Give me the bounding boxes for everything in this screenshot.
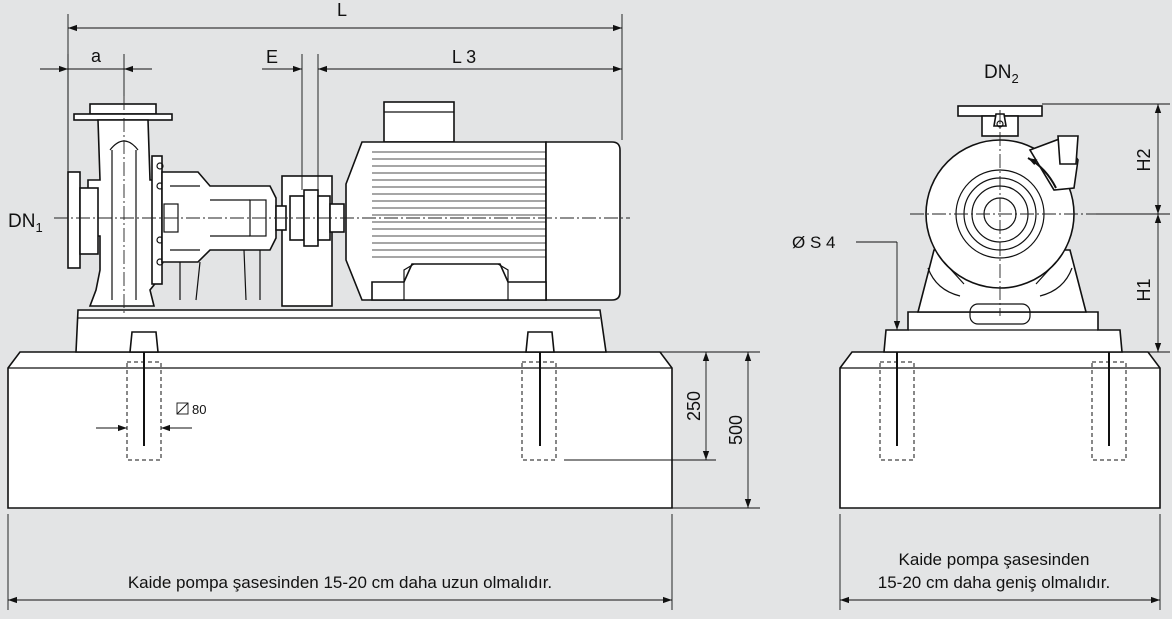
label-a: a — [91, 46, 102, 66]
label-DN1-sub: 1 — [35, 220, 42, 235]
front-view: DN2 H2 H1 Ø S 4 Kaide pompa şasesinden 1… — [792, 62, 1170, 610]
front-note-line1: Kaide pompa şasesinden — [899, 550, 1090, 569]
side-pump-casing — [67, 103, 173, 307]
label-DN1: DN1 — [8, 211, 43, 235]
dim-H2-H1: H2 H1 — [1042, 103, 1170, 353]
front-pump — [883, 105, 1123, 353]
front-foundation-block — [839, 332, 1161, 509]
side-view: L a E L 3 DN1 80 — [7, 0, 760, 610]
square-symbol-icon — [176, 402, 189, 415]
side-electric-motor — [345, 101, 621, 301]
label-H2: H2 — [1134, 148, 1154, 171]
label-DN2-sub: 2 — [1011, 71, 1018, 86]
side-note: Kaide pompa şasesinden 15-20 cm daha uzu… — [128, 573, 552, 592]
side-base-frame — [75, 309, 607, 353]
label-80: 80 — [192, 402, 206, 417]
dim-E-L3: E L 3 — [262, 47, 622, 190]
label-E: E — [266, 47, 278, 67]
dim-S4: Ø S 4 — [792, 233, 901, 330]
dim-500: 500 — [672, 351, 760, 509]
motor-cooling-fins — [372, 151, 546, 258]
front-bottom-dimension: Kaide pompa şasesinden 15-20 cm daha gen… — [839, 514, 1161, 610]
label-S4: Ø S 4 — [792, 233, 835, 252]
label-250: 250 — [684, 391, 704, 421]
label-DN2-main: DN — [984, 62, 1011, 83]
dim-250: 250 — [564, 351, 716, 461]
front-note-line2: 15-20 cm daha geniş olmalıdır. — [878, 573, 1110, 592]
dim-square-80: 80 — [96, 402, 206, 432]
label-500: 500 — [726, 415, 746, 445]
side-bearing-bracket — [161, 171, 277, 301]
label-DN1-main: DN — [8, 211, 35, 232]
label-L3: L 3 — [452, 47, 476, 67]
side-foundation-block — [7, 332, 673, 509]
side-bottom-dimension: Kaide pompa şasesinden 15-20 cm daha uzu… — [7, 514, 673, 610]
label-L: L — [337, 0, 347, 20]
label-H1: H1 — [1134, 278, 1154, 301]
dim-a: a — [40, 46, 152, 178]
label-DN2: DN2 — [984, 62, 1019, 86]
side-coupling — [275, 175, 345, 307]
rotation-arrow-icon — [1027, 157, 1057, 189]
